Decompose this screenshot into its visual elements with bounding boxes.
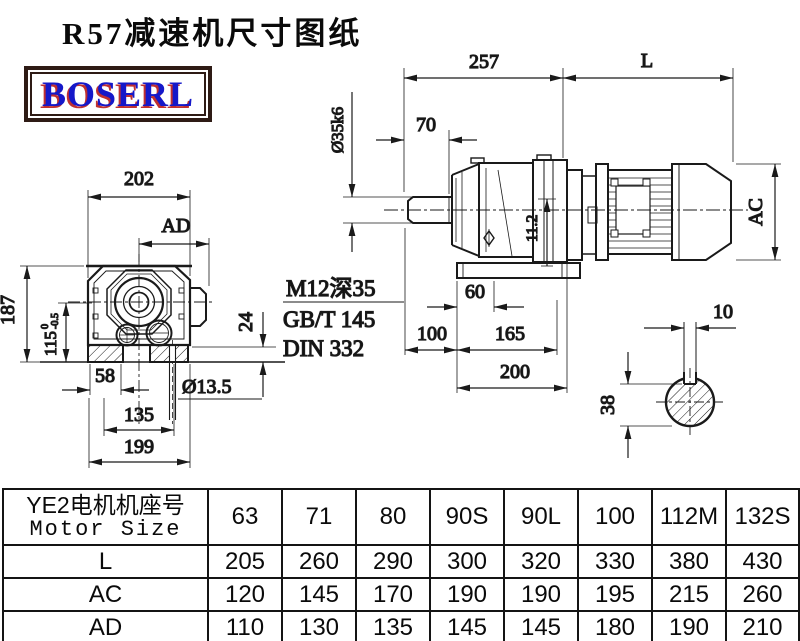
cell: 260 [725,577,800,612]
dim-AD: AD [162,215,191,237]
dim-135: 135 [124,404,154,426]
cell: 210 [725,610,800,641]
shaft-section-view: 10 38 [596,300,736,458]
brand-logo-text: BOSERL [42,74,195,114]
front-view-dimensions: 202 AD 187 115 0 -0.5 58 [0,167,276,468]
dim-200: 200 [500,361,530,383]
size-col: 90S [429,488,505,546]
table-row-L: L 205 260 290 300 320 330 380 430 [2,544,800,579]
dim-202: 202 [124,168,154,190]
cell: 145 [429,610,505,641]
dim-24: 24 [235,312,257,332]
size-col: 80 [355,488,431,546]
cell: 130 [281,610,357,641]
cell: 180 [577,610,653,641]
page-title: R57减速机尺寸图纸 [62,16,363,51]
note-gbt145: GB/T 145 [283,307,375,332]
cell: 215 [651,577,727,612]
side-view-dimensions: 257 L 70 Ø35k6 M12深35 GB/T 145 DIN 332 1… [282,49,781,393]
dim-35k6: Ø35k6 [328,107,347,153]
row-label: AC [2,577,209,612]
cell: 290 [355,544,431,579]
size-col: 71 [281,488,357,546]
dim-60: 60 [465,281,485,303]
dim-100: 100 [417,323,447,345]
dim-AC: AC [745,198,767,226]
cell: 195 [577,577,653,612]
cell: 320 [503,544,579,579]
table-header-row: YE2电机机座号 Motor Size 63 71 80 90S 90L 100… [2,488,800,546]
dim-115-tol-upper: 0 [40,324,51,329]
dim-187: 187 [0,295,19,325]
cell: 145 [503,610,579,641]
header-motor-size: YE2电机机座号 Motor Size [2,488,209,546]
dim-199: 199 [124,436,154,458]
cell: 380 [651,544,727,579]
header-motor-size-en: Motor Size [29,517,182,542]
dim-115-tol-lower: -0.5 [50,313,61,329]
dim-115: 115 [41,331,60,356]
motor-size-table: YE2电机机座号 Motor Size 63 71 80 90S 90L 100… [2,488,800,641]
size-col: 90L [503,488,579,546]
cell: 190 [651,610,727,641]
technical-drawing: 202 AD 187 115 0 -0.5 58 [0,49,781,468]
dim-13-5: Ø13.5 [182,376,231,398]
cell: 300 [429,544,505,579]
size-col: 112M [651,488,727,546]
cell: 205 [207,544,283,579]
row-label: AD [2,610,209,641]
cell: 170 [355,577,431,612]
dim-257: 257 [469,51,499,73]
brand-logo: BOSERL [24,66,213,122]
dim-165: 165 [495,323,525,345]
size-col: 100 [577,488,653,546]
table-row-AC: AC 120 145 170 190 190 195 215 260 [2,577,800,612]
cell: 330 [577,544,653,579]
note-din332: DIN 332 [283,336,364,361]
cell: 120 [207,577,283,612]
row-label: L [2,544,209,579]
dim-11-2: 11.2 [524,215,541,242]
cell: 110 [207,610,283,641]
cell: 145 [281,577,357,612]
side-view [384,154,748,279]
dim-58: 58 [95,365,115,387]
cell: 430 [725,544,800,579]
header-motor-size-cn: YE2电机机座号 [26,492,185,518]
brand-logo-frame: BOSERL [30,72,207,116]
cell: 260 [281,544,357,579]
dim-70: 70 [416,114,436,136]
table-row-AD: AD 110 130 135 145 145 180 190 210 [2,610,800,641]
front-view [40,254,285,424]
cell: 135 [355,610,431,641]
dim-L: L [641,50,653,72]
size-col: 63 [207,488,283,546]
note-tap: M12深35 [286,276,375,301]
cell: 190 [429,577,505,612]
dim-10: 10 [713,301,733,323]
dim-38: 38 [597,395,619,415]
cell: 190 [503,577,579,612]
size-col: 132S [725,488,800,546]
